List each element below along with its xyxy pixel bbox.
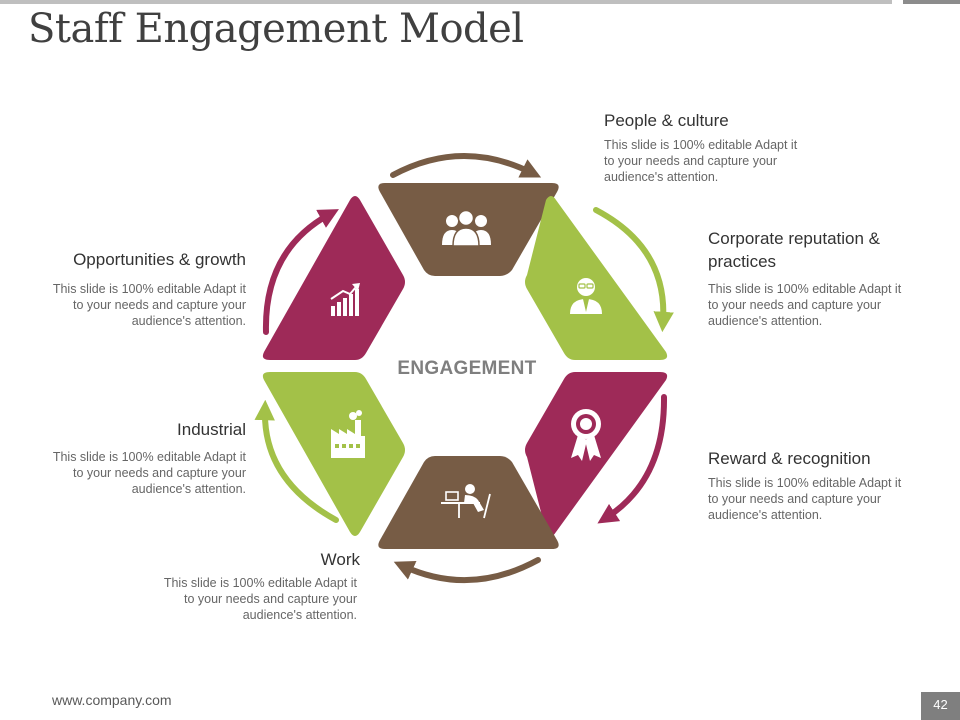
page-number: 42 [921, 692, 960, 720]
segment-corporate-reputation [525, 196, 668, 360]
reward-recognition-description: This slide is 100% editable Adapt it to … [708, 476, 902, 522]
work-description: This slide is 100% editable Adapt it to … [163, 576, 357, 622]
people-culture-description: This slide is 100% editable Adapt it to … [604, 138, 798, 184]
arrow-lower-left [254, 399, 339, 523]
arrow-upper-left [262, 209, 339, 335]
corporate-reputation-description: This slide is 100% editable Adapt it to … [708, 282, 902, 328]
arrow-lower-right [597, 394, 668, 524]
opportunities-growth-description: This slide is 100% editable Adapt it to … [52, 282, 246, 328]
corporate-reputation-label: Corporate reputation & practices [708, 229, 880, 271]
team-icon [442, 209, 491, 247]
top-accent-bar [0, 0, 892, 4]
segment-opportunities-growth [262, 196, 405, 360]
businessman-icon [570, 278, 602, 314]
growth-chart-icon [330, 283, 360, 316]
slide-title: Staff Engagement Model [28, 6, 524, 52]
arrow-upper-right [593, 207, 674, 333]
reward-recognition-label: Reward & recognition [708, 449, 871, 468]
center-engagement-label: ENGAGEMENT [397, 358, 537, 379]
footer-website-link[interactable]: www.company.com [52, 692, 172, 708]
opportunities-growth-label: Opportunities & growth [73, 250, 246, 269]
industrial-description: This slide is 100% editable Adapt it to … [52, 450, 246, 496]
arrow-top [390, 153, 542, 178]
factory-icon [331, 410, 365, 458]
top-accent-bar-short [903, 0, 960, 4]
people-culture-label: People & culture [604, 111, 729, 130]
industrial-label: Industrial [177, 420, 246, 439]
work-label: Work [320, 550, 360, 569]
desk-worker-icon [441, 484, 491, 519]
arrow-bottom [393, 557, 541, 584]
award-ribbon-icon [571, 409, 601, 461]
